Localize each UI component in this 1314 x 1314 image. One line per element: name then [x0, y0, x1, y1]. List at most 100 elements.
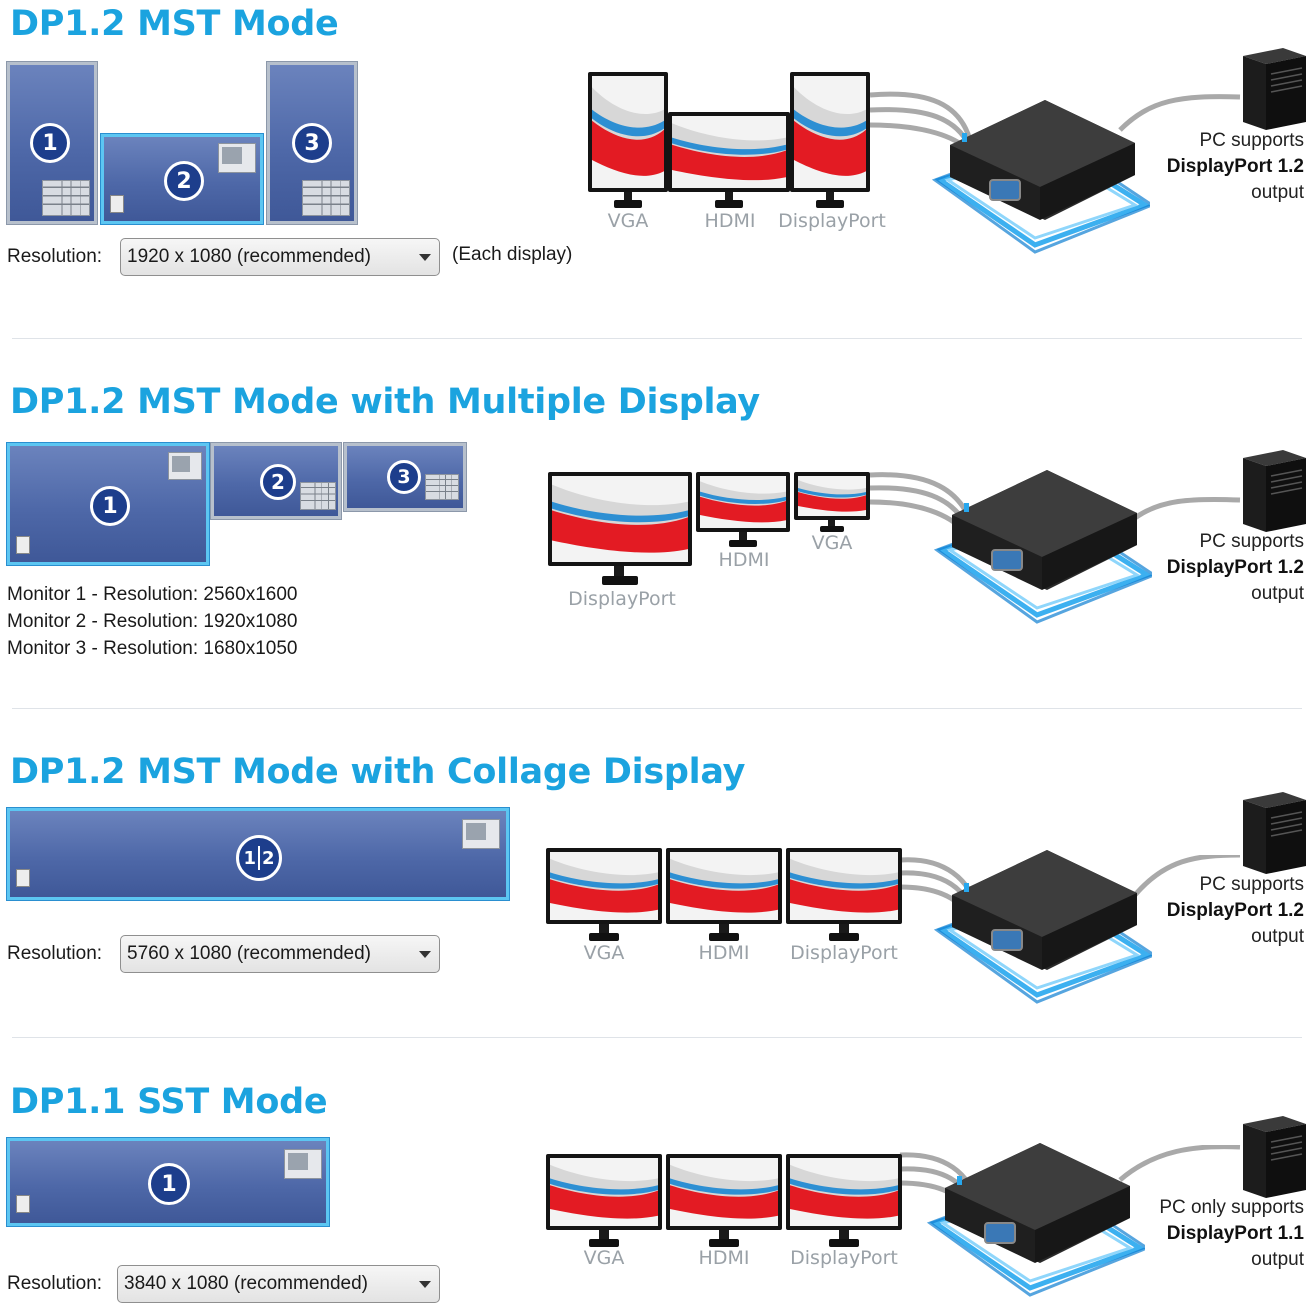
- monitor-vga: [546, 1154, 662, 1250]
- display-1-thumbnail[interactable]: 1: [7, 443, 209, 565]
- display-3-thumbnail[interactable]: 3: [344, 443, 466, 511]
- monitor-hdmi: [668, 112, 790, 212]
- display-1-thumbnail[interactable]: 1: [7, 1138, 329, 1226]
- grid-icon: [300, 482, 336, 510]
- monitor-1-resolution: Monitor 1 - Resolution: 2560x1600: [7, 584, 298, 605]
- port-label: VGA: [583, 1247, 625, 1269]
- pc-text-line1: PC only supports: [1159, 1197, 1304, 1218]
- section-mst-mode: DP1.2 MST Mode 1 2 3 Resolution: 1920 x …: [0, 0, 1314, 330]
- pc-support-text: PC supports DisplayPort 1.2 output: [1167, 872, 1304, 950]
- monitor-vga: [588, 72, 668, 212]
- chevron-down-icon: [419, 1281, 431, 1288]
- monitor-hdmi: [696, 472, 790, 550]
- pc-text-line3: output: [1251, 583, 1304, 604]
- display-number-badge: 2: [260, 464, 296, 500]
- port-label: HDMI: [698, 1247, 750, 1269]
- hub-device: [922, 465, 1152, 635]
- display-number-badge: 3: [387, 460, 421, 494]
- pc-text-line3: output: [1251, 926, 1304, 947]
- window-icon: [462, 819, 500, 849]
- hub-device: [922, 845, 1152, 1015]
- pc-text-line2: DisplayPort 1.2: [1166, 900, 1304, 921]
- section-divider: [12, 1037, 1302, 1038]
- pc-text-line1: PC supports: [1199, 874, 1304, 895]
- section-sst-mode: DP1.1 SST Mode 1 Resolution: 3840 x 1080…: [0, 1070, 1314, 1314]
- display-number-badge: 2: [164, 161, 204, 201]
- display-number-2: 2: [262, 847, 275, 869]
- pc-tower-icon: [1238, 1114, 1308, 1199]
- port-label: DisplayPort: [568, 588, 676, 610]
- window-icon: [168, 452, 202, 480]
- pc-text-line3: output: [1251, 182, 1304, 203]
- resolution-value: 1920 x 1080 (recommended): [127, 246, 371, 267]
- port-label: VGA: [607, 210, 649, 232]
- port-label: HDMI: [718, 549, 770, 571]
- taskbar-icon: [16, 1195, 30, 1213]
- pc-text-line2: DisplayPort 1.1: [1166, 1223, 1304, 1244]
- pc-support-text: PC supports DisplayPort 1.2 output: [1167, 128, 1304, 206]
- section-title: DP1.2 MST Mode with Multiple Display: [10, 382, 760, 422]
- display-number-badge: 1: [90, 486, 130, 526]
- section-title: DP1.2 MST Mode: [10, 4, 339, 44]
- each-display-note: (Each display): [452, 244, 573, 265]
- display-number-badge: 1: [30, 123, 70, 163]
- resolution-dropdown[interactable]: 1920 x 1080 (recommended): [120, 238, 440, 276]
- pc-support-text: PC only supports DisplayPort 1.1 output: [1159, 1195, 1304, 1273]
- monitor-hdmi: [666, 848, 782, 944]
- display-number-1: 1: [243, 847, 256, 869]
- section-divider: [12, 708, 1302, 709]
- hub-device: [915, 1138, 1145, 1308]
- display-number-badge: 1: [148, 1163, 190, 1205]
- display-number-badge: 3: [292, 123, 332, 163]
- display-3-thumbnail[interactable]: 3: [267, 62, 357, 224]
- display-1-thumbnail[interactable]: 1: [7, 62, 97, 224]
- monitor-displayport: [548, 472, 692, 587]
- monitor-3-resolution: Monitor 3 - Resolution: 1680x1050: [7, 638, 298, 659]
- grid-icon: [42, 180, 90, 216]
- display-2-thumbnail[interactable]: 2: [211, 443, 341, 519]
- taskbar-icon: [16, 536, 30, 554]
- resolution-label: Resolution:: [7, 246, 103, 267]
- pc-tower-icon: [1238, 448, 1308, 533]
- pc-text-line2: DisplayPort 1.2: [1166, 557, 1304, 578]
- window-icon: [284, 1149, 322, 1179]
- monitor-2-resolution: Monitor 2 - Resolution: 1920x1080: [7, 611, 298, 632]
- taskbar-icon: [16, 869, 30, 887]
- chevron-down-icon: [419, 951, 431, 958]
- monitor-displayport: [786, 848, 902, 944]
- pc-text-line1: PC supports: [1199, 130, 1304, 151]
- pc-text-line1: PC supports: [1199, 531, 1304, 552]
- resolution-label: Resolution:: [7, 1273, 103, 1294]
- monitor-vga: [794, 472, 870, 532]
- port-label: VGA: [811, 532, 853, 554]
- resolution-dropdown[interactable]: 5760 x 1080 (recommended): [120, 935, 440, 973]
- pc-tower-icon: [1238, 46, 1308, 131]
- pc-tower-icon: [1238, 790, 1308, 875]
- hub-device: [920, 95, 1150, 265]
- pc-support-text: PC supports DisplayPort 1.2 output: [1167, 529, 1304, 607]
- port-label: DisplayPort: [790, 942, 898, 964]
- resolution-label: Resolution:: [7, 943, 103, 964]
- grid-icon: [302, 180, 350, 216]
- taskbar-icon: [110, 195, 124, 213]
- monitor-displayport: [790, 72, 870, 212]
- window-icon: [218, 143, 256, 173]
- resolution-value: 5760 x 1080 (recommended): [127, 943, 371, 964]
- port-label: HDMI: [704, 210, 756, 232]
- monitor-displayport: [786, 1154, 902, 1250]
- grid-icon: [425, 474, 459, 500]
- port-label: VGA: [583, 942, 625, 964]
- section-title: DP1.2 MST Mode with Collage Display: [10, 752, 746, 792]
- pc-text-line2: DisplayPort 1.2: [1166, 156, 1304, 177]
- port-label: HDMI: [698, 942, 750, 964]
- chevron-down-icon: [419, 254, 431, 261]
- display-2-thumbnail[interactable]: 2: [101, 134, 263, 224]
- port-label: DisplayPort: [790, 1247, 898, 1269]
- monitor-vga: [546, 848, 662, 944]
- section-divider: [12, 338, 1302, 339]
- resolution-dropdown[interactable]: 3840 x 1080 (recommended): [117, 1265, 440, 1303]
- section-multiple-display: DP1.2 MST Mode with Multiple Display 1 2…: [0, 370, 1314, 700]
